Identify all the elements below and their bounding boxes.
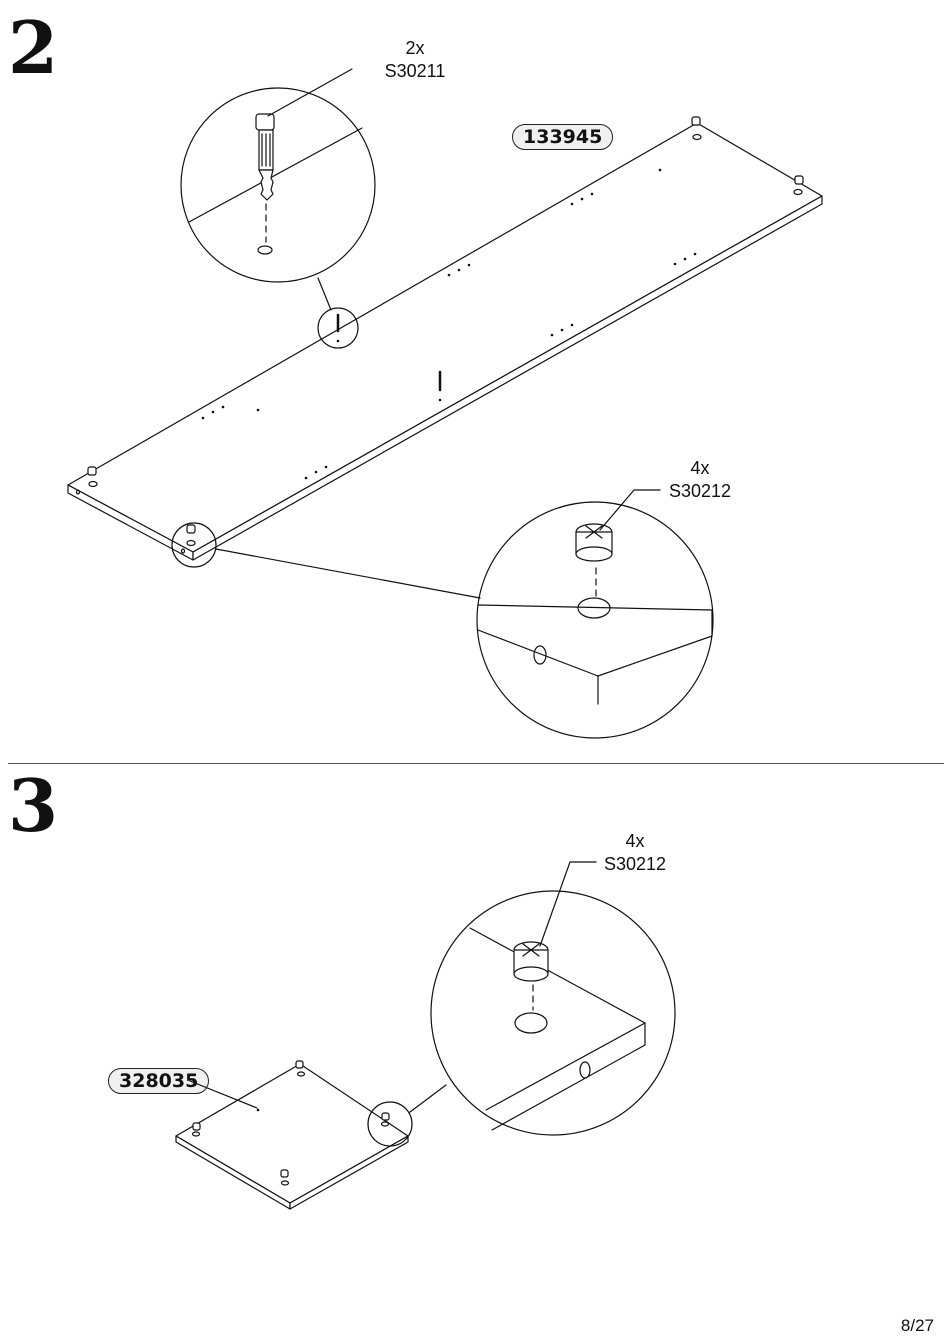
detail-magnifier bbox=[181, 69, 375, 348]
small-panel bbox=[176, 1061, 408, 1209]
detail-magnifier bbox=[368, 862, 675, 1146]
detail-magnifier bbox=[172, 490, 713, 738]
